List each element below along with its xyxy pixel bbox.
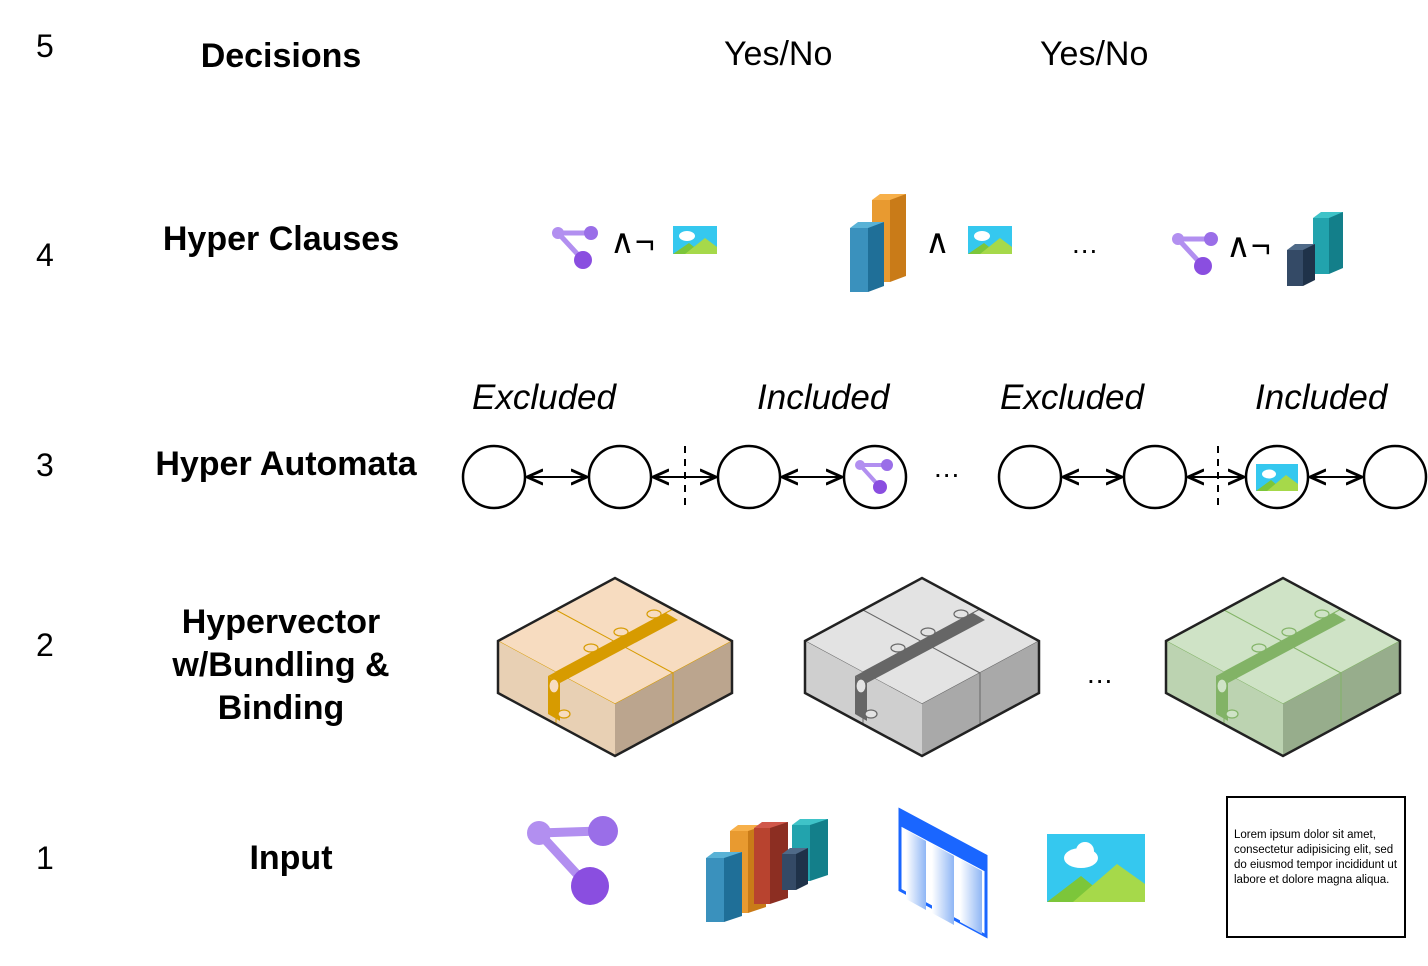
clause-operator-1: ∧¬ xyxy=(610,223,655,261)
text-document: Lorem ipsum dolor sit amet, consectetur … xyxy=(1226,796,1406,938)
row-number-2: 2 xyxy=(36,627,54,663)
image-icon xyxy=(1047,834,1145,902)
bar-chart-icon xyxy=(850,194,906,292)
row-number-1: 1 xyxy=(36,840,54,876)
graph-icon xyxy=(552,226,598,269)
clause-operator-2: ∧ xyxy=(925,223,950,261)
bar-chart-icon xyxy=(706,819,828,922)
bar-chart-icon xyxy=(1287,212,1343,286)
image-icon xyxy=(673,226,717,254)
automaton-state xyxy=(842,444,908,510)
automaton-state xyxy=(587,444,653,510)
clause-ellipsis: ... xyxy=(1072,228,1099,259)
automaton-state xyxy=(716,444,782,510)
table-icon xyxy=(898,807,988,939)
automaton-state xyxy=(1122,444,1188,510)
graph-icon xyxy=(1172,232,1218,275)
row-number-5: 5 xyxy=(36,28,54,64)
automaton-state xyxy=(461,444,527,510)
row-number-4: 4 xyxy=(36,237,54,273)
state-label-included-2: Included xyxy=(1255,378,1388,417)
state-label-excluded-1: Excluded xyxy=(472,378,616,417)
hypervector-block-gray xyxy=(803,576,1041,758)
state-label-included-1: Included xyxy=(757,378,890,417)
layer-label-hyper-clauses: Hyper Clauses xyxy=(162,220,400,258)
decision-2: Yes/No xyxy=(1040,35,1149,73)
layer-label-decisions: Decisions xyxy=(200,37,362,75)
clause-operator-3: ∧¬ xyxy=(1226,227,1271,265)
image-icon xyxy=(1256,464,1298,491)
hypervector-block-green xyxy=(1164,576,1402,758)
hypervector-ellipsis: ... xyxy=(1087,658,1114,689)
state-label-excluded-2: Excluded xyxy=(1000,378,1144,417)
hypervector-block-orange xyxy=(496,576,734,758)
graph-icon xyxy=(855,459,893,494)
layer-label-hyper-automata: Hyper Automata xyxy=(155,445,417,483)
lorem-text: Lorem ipsum dolor sit amet, consectetur … xyxy=(1234,829,1398,886)
decision-1: Yes/No xyxy=(724,35,833,73)
image-icon xyxy=(968,226,1012,254)
layer-label-hypervector: Hypervector w/Bundling & Binding xyxy=(172,603,390,727)
automaton-state xyxy=(997,444,1063,510)
graph-icon xyxy=(527,816,618,905)
automata-ellipsis: ... xyxy=(934,452,961,483)
layer-label-input: Input xyxy=(249,839,333,877)
automaton-state xyxy=(1362,444,1428,510)
row-number-3: 3 xyxy=(36,447,54,483)
